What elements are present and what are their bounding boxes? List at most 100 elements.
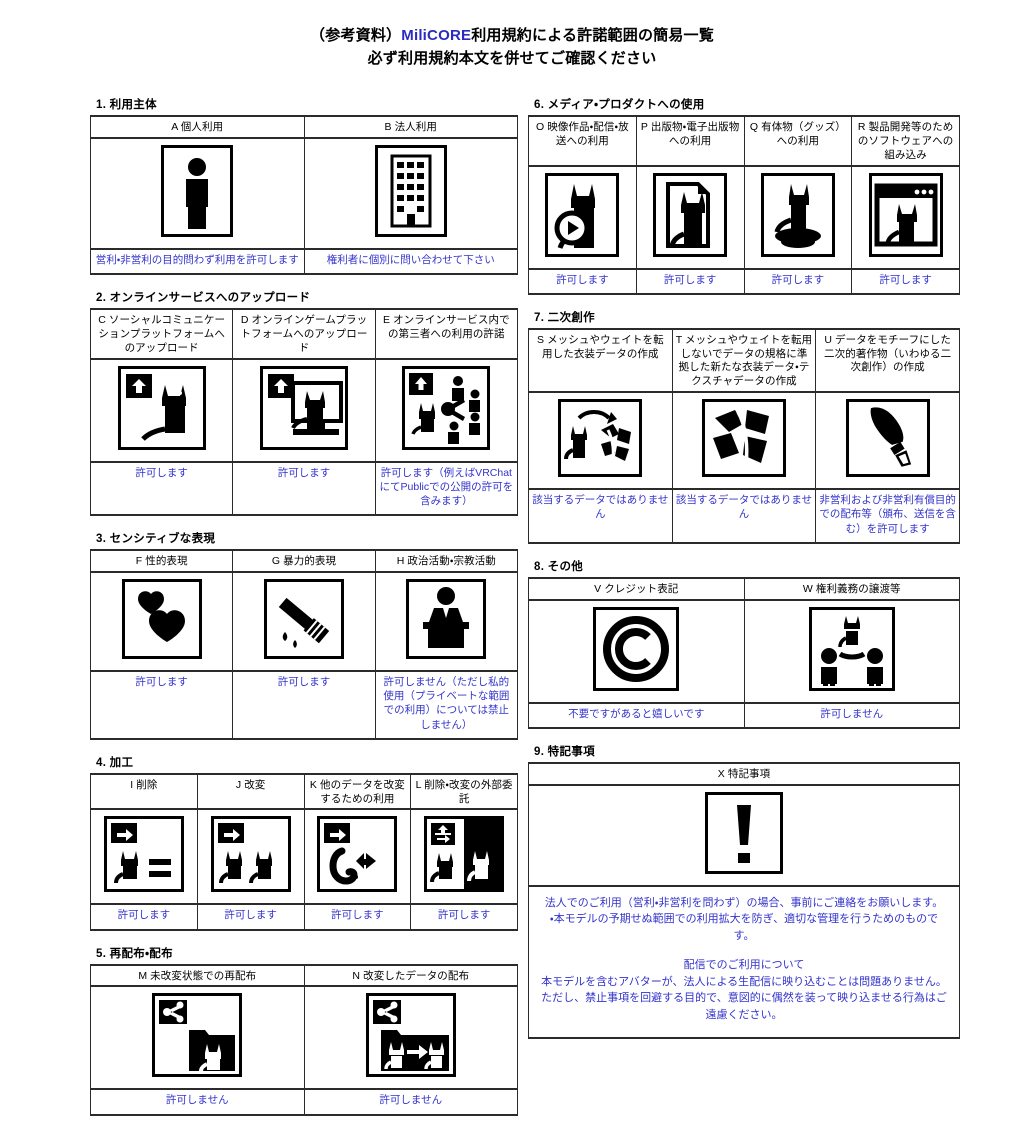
knife-icon	[263, 578, 344, 659]
cell-header-P: P 出版物・電子出版物への利用	[635, 115, 745, 167]
arrow-ribbon-icon	[317, 816, 398, 893]
arrow-cat-equals-icon	[103, 816, 184, 893]
cell-icon-F	[89, 571, 234, 672]
cell-icon-W	[743, 599, 960, 704]
notice-paragraph-2: ・本モデルの予期せぬ範囲での利用拡大を防ぎ、適切な管理を行うためのものです。	[549, 913, 939, 942]
cell-header-U: U データをモチーフにした二次的著作物（いわゆる二次創作）の作成	[815, 327, 960, 394]
cell-note-D: 許可します	[232, 461, 376, 517]
section-5-heading: 5. 再配布・配布	[96, 947, 173, 960]
section-2: 2. オンラインサービスへのアップロード C ソーシャルコミュニケーションプラッ…	[89, 289, 519, 517]
exclamation-icon	[705, 791, 783, 874]
person-icon	[161, 144, 234, 237]
title-suffix: 利用規約による許諾範囲の簡易一覧	[471, 27, 714, 44]
cell-note-F: 許可します	[89, 670, 234, 740]
section-7-heading: 7. 二次創作	[534, 311, 595, 324]
cell-icon-H	[374, 571, 519, 672]
cell-header-T: T メッシュやウェイトを転用しないでデータの規格に準拠した新たな衣装データ・テク…	[671, 327, 817, 394]
cell-note-L: 許可します	[410, 903, 518, 931]
notice-paragraph-5: ただし、禁止事項を回避する目的で、意図的に偶然を装って映り込ませる行為はご遠慮く…	[541, 992, 947, 1021]
cell-header-O: O 映像作品・配信・放送への利用	[528, 115, 637, 167]
cell-note-C: 許可します	[89, 461, 234, 517]
cell-note-H: 許可しません（ただし私的使用（プライベートな範囲での利用）については禁止しません…	[374, 670, 519, 740]
upload-cat-monitor-icon	[259, 365, 348, 450]
cell-note-P: 許可します	[635, 268, 745, 295]
cell-header-J: J 改変	[196, 772, 305, 811]
cell-header-K: K 他のデータを改変するための利用	[303, 772, 412, 811]
cell-icon-L	[410, 808, 518, 906]
section-6: 6. メディア・プロダクトへの使用 O 映像作品・配信・放送への利用 P 出版物…	[528, 96, 960, 295]
section-9-table: X 特記事項 法人でのご利用（営利・非営利を問わず）の場合、事前にご連絡をお願い…	[528, 761, 960, 1040]
cell-header-E: E オンラインサービス内での第三者への利用の許諾	[374, 308, 519, 360]
section-8-table: V クレジット表記 W 権利義務の譲渡等 不要ですがあると嬉しいです 許可しませ…	[528, 576, 960, 729]
share-folder-cat-icon	[152, 993, 243, 1078]
cell-header-H: H 政治活動・宗教活動	[374, 549, 519, 573]
cell-icon-E	[374, 358, 519, 463]
cell-icon-K	[303, 808, 412, 906]
title-subline: 必ず利用規約本文を併せてご確認ください	[367, 50, 657, 68]
special-notes-body: 法人でのご利用（営利・非営利を問わず）の場合、事前にご連絡をお願いします。 ・本…	[532, 890, 956, 1032]
cell-header-X: X 特記事項	[528, 761, 960, 786]
section-4-table: I 削除 J 改変 K 他のデータを改変するための利用 L 削除・改変の外部委託	[90, 772, 518, 931]
cell-icon-B	[303, 137, 518, 250]
cell-icon-I	[90, 808, 198, 906]
cell-icon-T	[671, 391, 817, 491]
cat-figurine-icon	[760, 172, 835, 257]
cell-header-C: C ソーシャルコミュニケーションプラットフォームへのアップロード	[89, 308, 234, 360]
cell-note-B: 権利者に個別に問い合わせて下さい	[303, 248, 518, 276]
cell-note-S: 該当するデータではありません	[528, 488, 673, 544]
section-1: 1. 利用主体 A 個人利用 B 法人利用 営利・非営利の目	[90, 96, 518, 276]
section-3: 3. センシティブな表現 F 性的表現 G 暴力的表現 H 政治活動・宗教活動	[89, 530, 519, 740]
left-column: 1. 利用主体 A 個人利用 B 法人利用 営利・非営利の目	[89, 96, 519, 1130]
section-2-table: C ソーシャルコミュニケーションプラットフォームへのアップロード D オンライン…	[89, 308, 519, 517]
cell-icon-M	[90, 985, 305, 1091]
cell-note-M: 許可しません	[90, 1088, 305, 1116]
cat-to-cloth-icon	[558, 399, 643, 478]
cell-note-N: 許可しません	[303, 1088, 518, 1116]
cat-document-icon	[653, 172, 728, 257]
cat-play-button-icon	[545, 172, 620, 257]
cell-note-J: 許可します	[196, 903, 305, 931]
upload-cat-share-people-icon	[402, 365, 491, 450]
copyright-icon	[593, 606, 680, 691]
cell-icon-V	[528, 599, 745, 704]
hearts-icon	[121, 578, 202, 659]
section-5-table: M 未改変状態での再配布 N 改変したデータの配布 許可しません 許可しません	[90, 963, 518, 1116]
section-9-heading: 9. 特記事項	[534, 745, 595, 758]
section-2-heading: 2. オンラインサービスへのアップロード	[96, 292, 311, 305]
cell-header-F: F 性的表現	[89, 549, 234, 573]
cell-note-V: 不要ですがあると嬉しいです	[528, 702, 745, 729]
cell-note-U: 非営利および非営利有償目的での配布等（頒布、送信を含む）を許可します	[815, 488, 960, 544]
cell-icon-U	[815, 391, 960, 491]
cell-note-T: 該当するデータではありません	[671, 488, 817, 544]
notice-paragraph-4: 本モデルを含むアバターが、法人による生配信に映り込むことは問題ありません。	[541, 975, 947, 988]
cell-header-I: I 削除	[90, 772, 198, 811]
cell-icon-N	[303, 985, 518, 1091]
rights-transfer-icon	[808, 606, 895, 691]
cell-note-O: 許可します	[528, 268, 637, 295]
title-prefix: （参考資料）	[310, 27, 402, 44]
cell-header-R: R 製品開発等のためのソフトウェアへの組み込み	[851, 115, 960, 167]
section-7-table: S メッシュやウェイトを転用した衣装データの作成 T メッシュやウェイトを転用し…	[528, 327, 960, 544]
page-title: （参考資料）MiliCORE利用規約による許諾範囲の簡易一覧 必ず利用規約本文を…	[0, 24, 1024, 71]
upload-cat-icon	[117, 365, 206, 450]
cell-note-E: 許可します（例えばVRChatにてPublicでの公開の許可を含みます）	[374, 461, 519, 517]
share-folder-cat-modified-icon	[365, 993, 456, 1078]
section-8: 8. その他 V クレジット表記 W 権利義務の譲渡等 不要	[528, 558, 960, 729]
cell-icon-D	[232, 358, 376, 463]
section-3-heading: 3. センシティブな表現	[96, 533, 216, 546]
section-1-heading: 1. 利用主体	[96, 99, 157, 111]
cell-icon-X	[528, 784, 960, 887]
section-3-table: F 性的表現 G 暴力的表現 H 政治活動・宗教活動	[89, 549, 519, 740]
section-8-heading: 8. その他	[534, 560, 584, 573]
section-1-table: A 個人利用 B 法人利用 営利・非営利の目的問わず利用を許可します 権利者に個…	[90, 115, 518, 276]
cell-header-D: D オンラインゲームプラットフォームへのアップロード	[232, 308, 376, 360]
cell-note-K: 許可します	[303, 903, 412, 931]
podium-speaker-icon	[406, 578, 487, 659]
cat-window-icon	[868, 172, 943, 257]
cell-note-Q: 許可します	[743, 268, 853, 295]
section-9: 9. 特記事項 X 特記事項 法人でのご利用（営利・非営利を問わず）の場合、事前…	[528, 743, 960, 1040]
cell-note-I: 許可します	[90, 903, 198, 931]
cell-note-R: 許可します	[851, 268, 960, 295]
cell-header-A: A 個人利用	[90, 115, 305, 139]
brand-name: MiliCORE	[401, 27, 472, 44]
